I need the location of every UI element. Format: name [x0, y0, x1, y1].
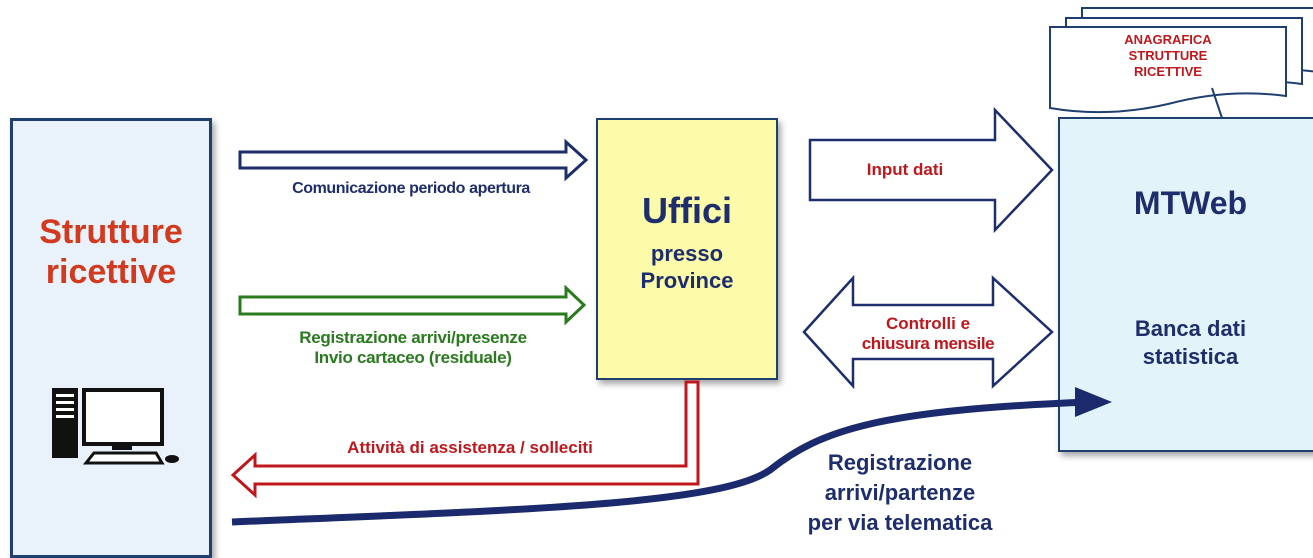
registrazione-arrow: [238, 284, 587, 326]
stack-connector: [1211, 87, 1223, 119]
controlli-double-arrow: [802, 274, 1054, 390]
registrazione-label-line1: Registrazione arrivi/presenze: [299, 328, 527, 347]
strutture-title-line1: Strutture: [39, 213, 183, 251]
input-dati-label: Input dati: [866, 160, 944, 179]
telematica-arrowhead: [1075, 387, 1112, 417]
mtweb-box: [1058, 117, 1313, 452]
input-dati-arrow: [808, 106, 1054, 234]
computer-icon: [52, 388, 179, 465]
mtweb-subtitle-line1: Banca dati: [1134, 316, 1247, 341]
stack-label-line2: STRUTTURE: [1128, 48, 1208, 63]
uffici-title: Uffici: [642, 190, 732, 231]
registrazione-label-line2: Invio cartaceo (residuale): [314, 348, 512, 367]
controlli-label-line2: chiusura mensile: [861, 334, 995, 353]
telematica-label-line2: arrivi/partenze: [824, 480, 976, 505]
diagram-graphics: [52, 7, 1313, 526]
mtweb-title: MTWeb: [1133, 185, 1248, 221]
comunicazione-label: Comunicazione periodo apertura: [292, 180, 530, 197]
telematica-label-line1: Registrazione: [827, 450, 973, 475]
stack-label-line3: RICETTIVE: [1134, 64, 1202, 79]
comunicazione-arrow: [238, 138, 589, 182]
uffici-province-box: [596, 118, 778, 380]
uffici-subtitle-line1: presso: [650, 241, 724, 266]
document-stack-icon: [1049, 7, 1313, 114]
assistenza-arrow: [230, 380, 700, 499]
assistenza-label: Attività di assistenza / solleciti: [347, 438, 593, 457]
strutture-ricettive-box: [10, 118, 212, 558]
stack-label-line1: ANAGRAFICA: [1124, 32, 1212, 47]
strutture-title-line2: ricettive: [45, 253, 177, 291]
telematica-label-line3: per via telematica: [807, 510, 993, 535]
mtweb-subtitle-line2: statistica: [1142, 344, 1239, 369]
telematica-arrow: [231, 398, 1091, 526]
uffici-subtitle-line2: Province: [640, 268, 734, 293]
controlli-label-line1: Controlli e: [885, 314, 971, 333]
